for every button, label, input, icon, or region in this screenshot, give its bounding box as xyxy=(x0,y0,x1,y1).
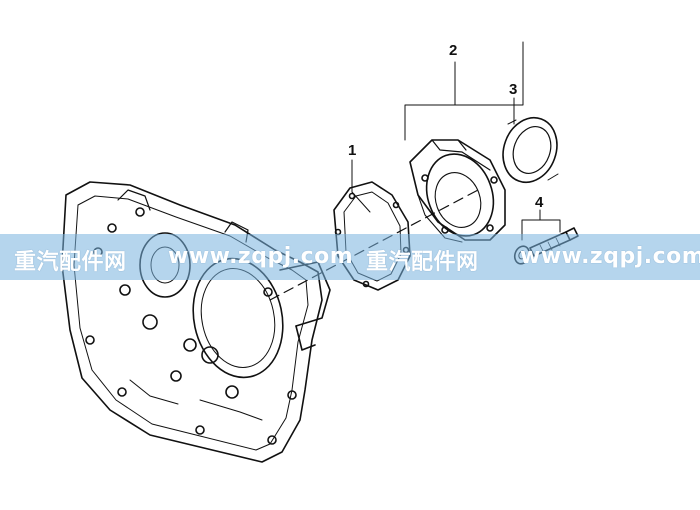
watermark-text-cn-1: 重汽配件网 xyxy=(14,250,127,275)
transmission-housing xyxy=(61,181,331,463)
watermark-text-cn-2: 重汽配件网 xyxy=(366,250,479,275)
seal-ring-part-3 xyxy=(502,116,559,184)
cover-part-2 xyxy=(409,139,506,243)
watermark-url-2: www.zqpj.com xyxy=(520,244,700,269)
callout-4: 4 xyxy=(535,194,544,211)
watermark-banner xyxy=(0,234,700,280)
callout-2: 2 xyxy=(449,42,458,59)
callout-1: 1 xyxy=(348,142,357,159)
watermark-url-1: www.zqpj.com xyxy=(168,244,354,269)
callout-3: 3 xyxy=(509,81,518,98)
